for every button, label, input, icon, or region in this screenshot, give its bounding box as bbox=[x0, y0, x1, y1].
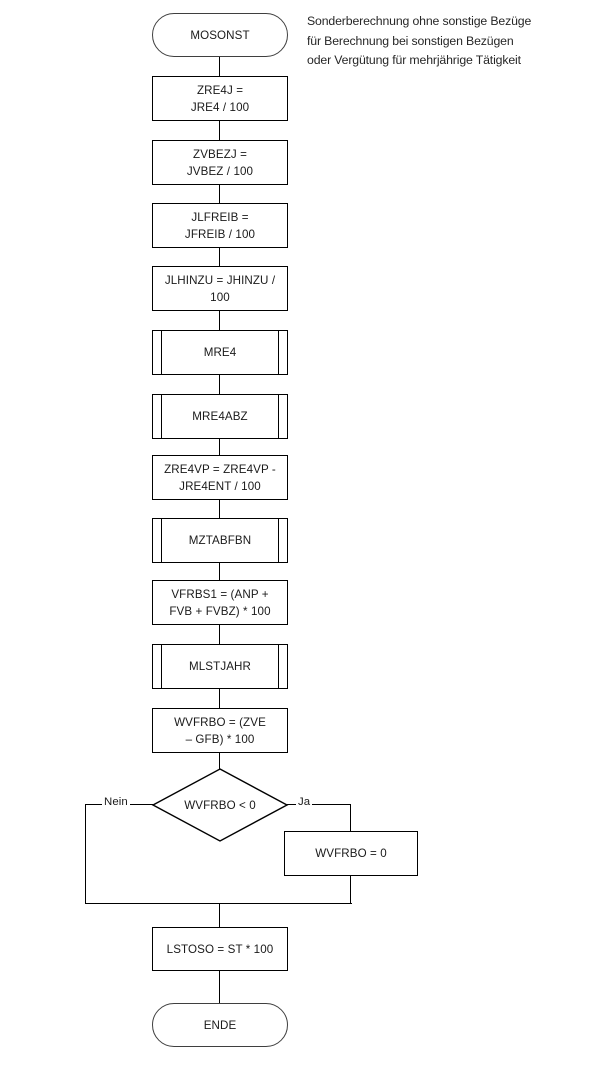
node-zvbezj-label: ZVBEZJ = JVBEZ / 100 bbox=[153, 146, 287, 180]
subroutine-bar-right bbox=[278, 643, 279, 690]
node-zre4j-label: ZRE4J = JRE4 / 100 bbox=[153, 82, 287, 116]
edge-label-nein: Nein bbox=[102, 796, 130, 808]
connector-mztabfbn-to-vfrbs1 bbox=[219, 562, 221, 581]
node-vfrbs1-line2: FVB + FVBZ) * 100 bbox=[169, 604, 271, 618]
node-jlfreib-label: JLFREIB = JFREIB / 100 bbox=[153, 209, 287, 243]
connector-start-to-zre4j bbox=[219, 56, 221, 77]
node-mre4abz[interactable]: MRE4ABZ bbox=[152, 393, 288, 440]
node-wvfrbo-zero-label: WVFRBO = 0 bbox=[315, 847, 387, 860]
node-vfrbs1[interactable]: VFRBS1 = (ANP + FVB + FVBZ) * 100 bbox=[152, 580, 288, 625]
connector-mlstjahr-to-wvfrbo bbox=[219, 688, 221, 709]
caption-line-3: oder Vergütung für mehrjährige Tätigkeit bbox=[307, 53, 521, 67]
node-zre4vp[interactable]: ZRE4VP = ZRE4VP - JRE4ENT / 100 bbox=[152, 455, 288, 500]
node-mre4[interactable]: MRE4 bbox=[152, 329, 288, 376]
node-mlstjahr[interactable]: MLSTJAHR bbox=[152, 643, 288, 690]
node-jlhinzu[interactable]: JLHINZU = JHINZU / 100 bbox=[152, 266, 288, 311]
connector-zre4j-to-zvbezj bbox=[219, 120, 221, 141]
node-zre4vp-label: ZRE4VP = ZRE4VP - JRE4ENT / 100 bbox=[153, 461, 287, 495]
node-zvbezj-line1: ZVBEZJ = bbox=[193, 147, 247, 161]
node-wvfrbo-calc-line1: WVFRBO = (ZVE bbox=[174, 715, 266, 729]
subroutine-bar-left bbox=[161, 393, 162, 440]
node-zre4vp-line1: ZRE4VP = ZRE4VP - bbox=[164, 462, 276, 476]
node-jlhinzu-label: JLHINZU = JHINZU / 100 bbox=[153, 272, 287, 306]
node-end-label: ENDE bbox=[203, 1018, 237, 1032]
connector-zvbezj-to-jlfreib bbox=[219, 184, 221, 204]
node-lstoso-label: LSTOSO = ST * 100 bbox=[166, 942, 274, 956]
node-zre4vp-line2: JRE4ENT / 100 bbox=[179, 479, 261, 493]
node-decision-label: WVFRBO < 0 bbox=[184, 798, 256, 812]
node-zvbezj-line2: JVBEZ / 100 bbox=[186, 164, 254, 178]
node-jlfreib[interactable]: JLFREIB = JFREIB / 100 bbox=[152, 203, 288, 248]
caption-line-2: für Berechnung bei sonstigen Bezügen bbox=[307, 33, 514, 48]
node-lstoso[interactable]: LSTOSO = ST * 100 bbox=[152, 927, 288, 971]
node-zre4j[interactable]: ZRE4J = JRE4 / 100 bbox=[152, 76, 288, 121]
connector-mre4abz-to-zre4vp bbox=[219, 438, 221, 456]
connector-yes-down-to-box bbox=[350, 804, 352, 832]
node-wvfrbo-zero[interactable]: WVFRBO = 0 bbox=[284, 831, 418, 876]
node-jlfreib-line2: JFREIB / 100 bbox=[184, 227, 256, 241]
connector-jlfreib-to-jlhinzu bbox=[219, 247, 221, 267]
node-wvfrbo-calc-label: WVFRBO = (ZVE – GFB) * 100 bbox=[153, 714, 287, 748]
node-wvfrbo-calc-line2: – GFB) * 100 bbox=[185, 732, 255, 746]
connector-mre4-to-mre4abz bbox=[219, 374, 221, 395]
connector-wvfrbo-to-decision bbox=[219, 752, 221, 769]
connector-jlhinzu-to-mre4 bbox=[219, 310, 221, 331]
caption-line-1: Sonderberechnung ohne sonstige Bezüge bbox=[307, 14, 532, 28]
node-start-mosonst[interactable]: MOSONST bbox=[152, 13, 288, 57]
node-jlhinzu-line1: JLHINZU = JHINZU / bbox=[164, 273, 276, 287]
subroutine-bar-left bbox=[161, 643, 162, 690]
node-jlfreib-line1: JLFREIB = bbox=[191, 210, 249, 224]
connector-merge-line bbox=[85, 903, 352, 905]
subroutine-bar-right bbox=[278, 517, 279, 564]
decision-diamond-shape bbox=[152, 768, 288, 842]
node-decision-wvfrbo[interactable]: WVFRBO < 0 bbox=[152, 768, 288, 842]
edge-label-ja: Ja bbox=[296, 796, 313, 808]
node-end-ende[interactable]: ENDE bbox=[152, 1003, 288, 1047]
node-vfrbs1-label: VFRBS1 = (ANP + FVB + FVBZ) * 100 bbox=[153, 586, 287, 620]
node-zre4j-line2: JRE4 / 100 bbox=[190, 100, 250, 114]
node-wvfrbo-calc[interactable]: WVFRBO = (ZVE – GFB) * 100 bbox=[152, 708, 288, 753]
connector-zre4vp-to-mztabfbn bbox=[219, 500, 221, 519]
connector-vfrbs1-to-mlstjahr bbox=[219, 624, 221, 645]
subroutine-bar-left bbox=[161, 329, 162, 376]
node-mztabfbn-label: MZTABFBN bbox=[188, 534, 252, 547]
node-mlstjahr-label: MLSTJAHR bbox=[189, 660, 251, 673]
node-start-label: MOSONST bbox=[190, 28, 250, 42]
connector-decision-yes-horizontal bbox=[287, 804, 351, 806]
subroutine-bar-right bbox=[278, 393, 279, 440]
node-zre4j-line1: ZRE4J = bbox=[196, 83, 244, 97]
node-jlhinzu-line2: 100 bbox=[210, 290, 230, 304]
node-zvbezj[interactable]: ZVBEZJ = JVBEZ / 100 bbox=[152, 140, 288, 185]
diagram-caption: Sonderberechnung ohne sonstige Bezüge fü… bbox=[307, 12, 599, 71]
connector-lstoso-to-end bbox=[219, 971, 221, 1004]
subroutine-bar-left bbox=[161, 517, 162, 564]
node-mre4-label: MRE4 bbox=[203, 346, 237, 359]
subroutine-bar-right bbox=[278, 329, 279, 376]
connector-no-down bbox=[85, 804, 87, 904]
connector-merge-to-lstoso bbox=[219, 903, 221, 928]
node-vfrbs1-line1: VFRBS1 = (ANP + bbox=[171, 587, 269, 601]
node-mztabfbn[interactable]: MZTABFBN bbox=[152, 517, 288, 564]
connector-wvfrbo-zero-down bbox=[350, 875, 352, 904]
node-mre4abz-label: MRE4ABZ bbox=[192, 410, 248, 423]
